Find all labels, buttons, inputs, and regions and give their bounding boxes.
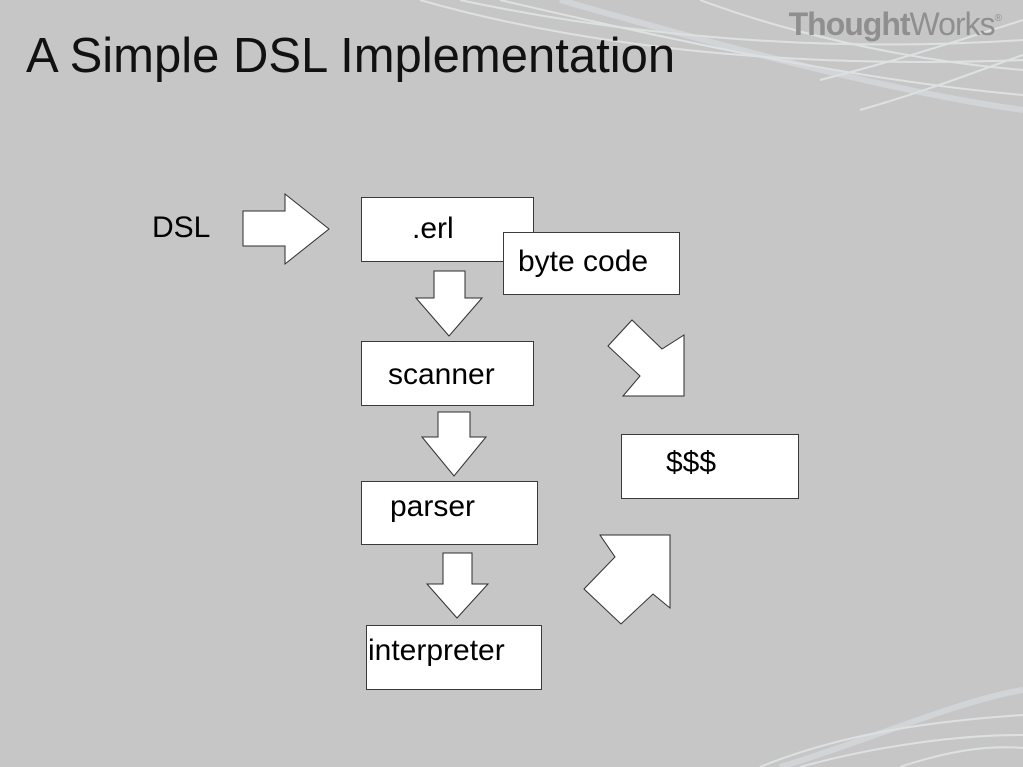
logo-registered-mark: ® — [994, 13, 1002, 24]
down-arrow-icon — [414, 270, 484, 337]
parser-box: parser — [361, 481, 538, 545]
money-label: $$$ — [666, 446, 717, 479]
logo-bold-text: Thought — [788, 6, 911, 42]
byte-code-label: byte code — [518, 245, 649, 278]
down-arrow-icon — [425, 552, 490, 619]
logo-regular-text: Works — [909, 6, 996, 42]
dsl-input-label: DSL — [152, 211, 211, 244]
thoughtworks-logo: ThoughtWorks® — [788, 5, 1002, 43]
slide-title: A Simple DSL Implementation — [26, 29, 676, 83]
diagonal-up-right-arrow-icon — [583, 534, 671, 625]
parser-label: parser — [390, 490, 476, 523]
erl-label: .erl — [412, 212, 454, 245]
scanner-box: scanner — [361, 341, 534, 406]
scanner-label: scanner — [388, 358, 495, 391]
diagonal-down-right-arrow-icon — [607, 319, 685, 397]
right-arrow-icon — [242, 192, 330, 266]
interpreter-label: interpreter — [368, 634, 505, 667]
down-arrow-icon — [420, 411, 488, 477]
interpreter-box: interpreter — [366, 625, 542, 690]
byte-code-box: byte code — [503, 232, 680, 295]
money-box: $$$ — [621, 434, 799, 499]
